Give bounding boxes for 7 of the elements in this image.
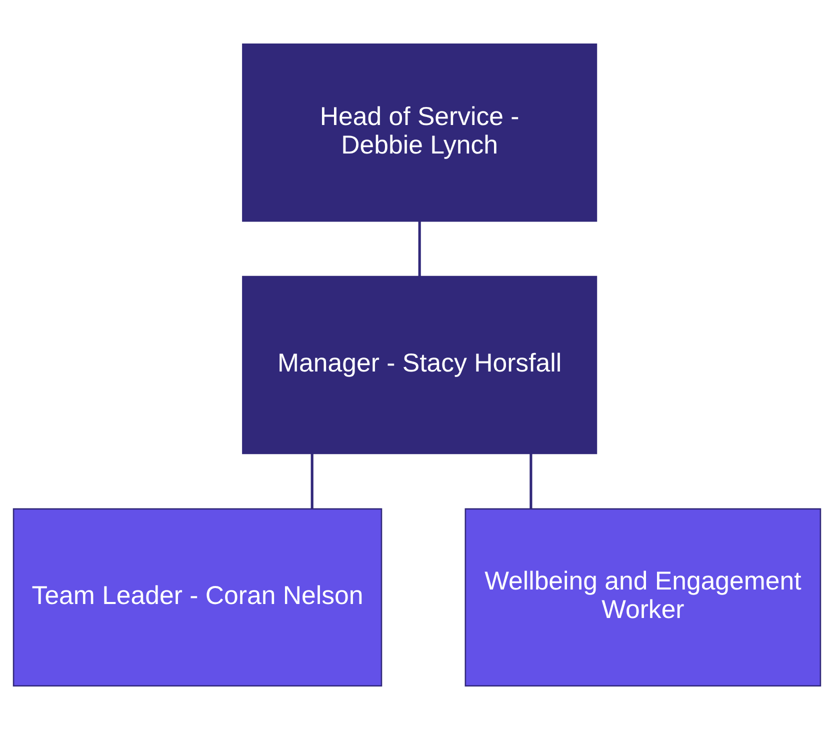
connector [418, 220, 421, 276]
connector [310, 453, 314, 508]
node-box: Manager - Stacy Horsfall [242, 275, 598, 454]
node-box: Team Leader - Coran Nelson [12, 508, 382, 686]
node-box: Head of Service - Debbie Lynch [242, 43, 598, 222]
node-box: Wellbeing and Engagement Worker [464, 508, 822, 686]
connector [530, 453, 532, 508]
